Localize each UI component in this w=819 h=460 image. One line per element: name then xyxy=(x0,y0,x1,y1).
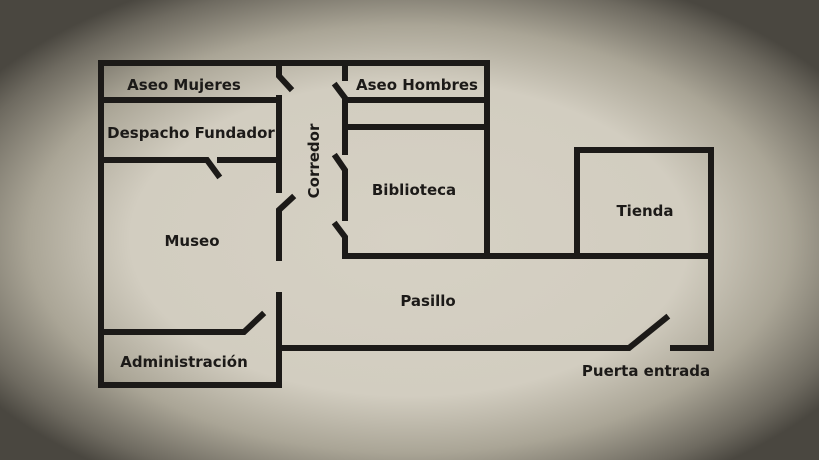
room-label-despacho-fundador: Despacho Fundador xyxy=(107,124,275,142)
room-label-museo: Museo xyxy=(164,232,220,250)
room-label-administracion: Administración xyxy=(120,353,248,371)
room-label-corredor: Corredor xyxy=(305,123,323,199)
room-label-tienda: Tienda xyxy=(616,202,674,220)
room-label-aseo-hombres: Aseo Hombres xyxy=(356,76,478,94)
room-label-aseo-mujeres: Aseo Mujeres xyxy=(127,76,241,94)
room-label-pasillo: Pasillo xyxy=(400,292,456,310)
entrance-label: Puerta entrada xyxy=(581,362,711,380)
room-label-biblioteca: Biblioteca xyxy=(371,181,457,199)
